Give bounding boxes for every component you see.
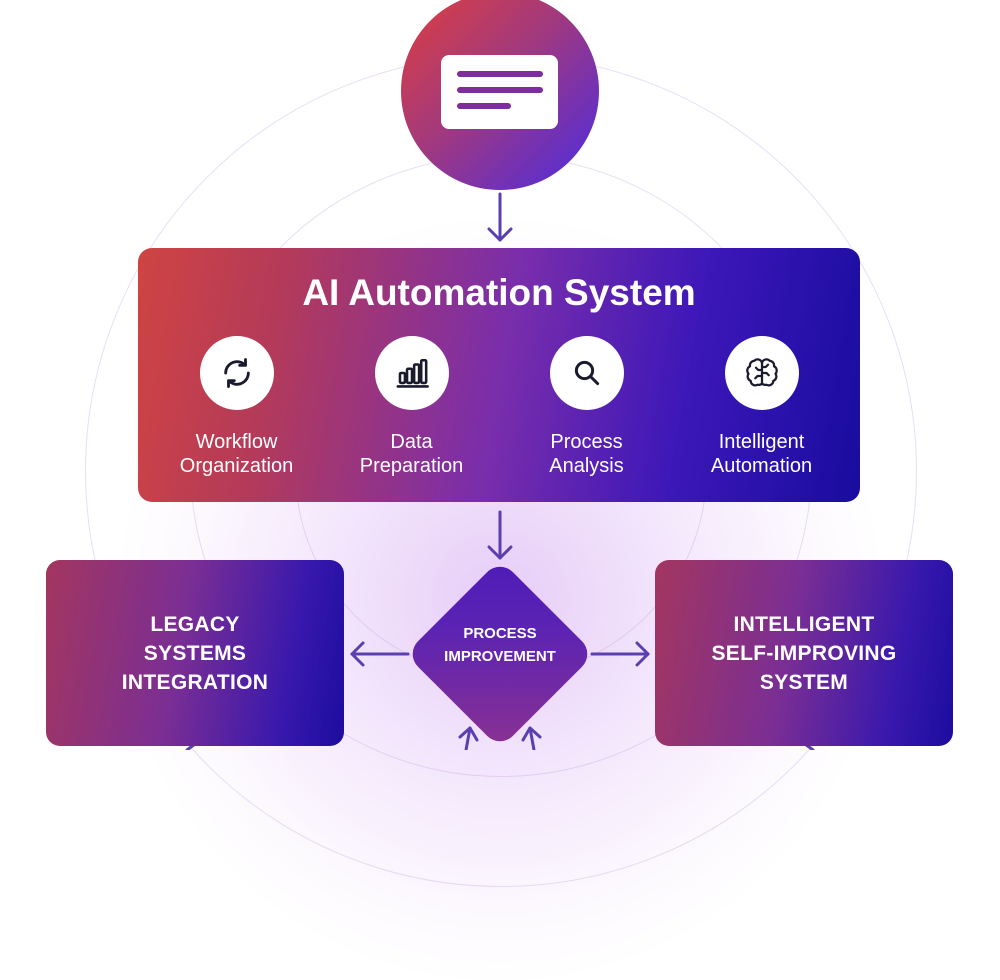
arrow-source-to-system [487, 192, 513, 242]
system-title: AI Automation System [302, 272, 696, 313]
step-label: Intelligent Automation [710, 431, 813, 477]
bar-chart-icon [374, 336, 449, 410]
arrow-feedback-left [458, 726, 479, 750]
legacy-label: LEGACY SYSTEMS INTEGRATION [121, 612, 269, 694]
step-label: Process Analysis [549, 431, 624, 477]
step-workflow-organization: Workflow Organization [149, 336, 324, 478]
brain-icon [724, 336, 799, 410]
arrow-system-to-improvement [487, 510, 513, 560]
arrow-feedback-right [521, 726, 542, 750]
step-data-preparation: Data Preparation [324, 336, 499, 478]
arrow-to-intelligent [590, 641, 650, 667]
step-label: Workflow Organization [179, 431, 294, 477]
step-intelligent-automation: Intelligent Automation [674, 336, 849, 478]
arrow-to-legacy [350, 641, 410, 667]
ai-automation-system-box: AI Automation System Workflow Organizati… [138, 248, 860, 502]
process-improvement-label: PROCESS IMPROVEMENT [444, 625, 556, 665]
document-source-node [401, 0, 599, 190]
self-improving-label: INTELLIGENT SELF-IMPROVING SYSTEM [711, 612, 897, 694]
refresh-icon [199, 336, 274, 410]
document-icon [441, 55, 558, 129]
legacy-systems-integration-box: LEGACY SYSTEMS INTEGRATION [46, 560, 344, 746]
search-icon [549, 336, 624, 410]
connector-arrows [185, 192, 815, 750]
self-improving-system-box: INTELLIGENT SELF-IMPROVING SYSTEM [655, 560, 953, 746]
step-label: Data Preparation [359, 431, 464, 477]
step-process-analysis: Process Analysis [499, 336, 674, 478]
